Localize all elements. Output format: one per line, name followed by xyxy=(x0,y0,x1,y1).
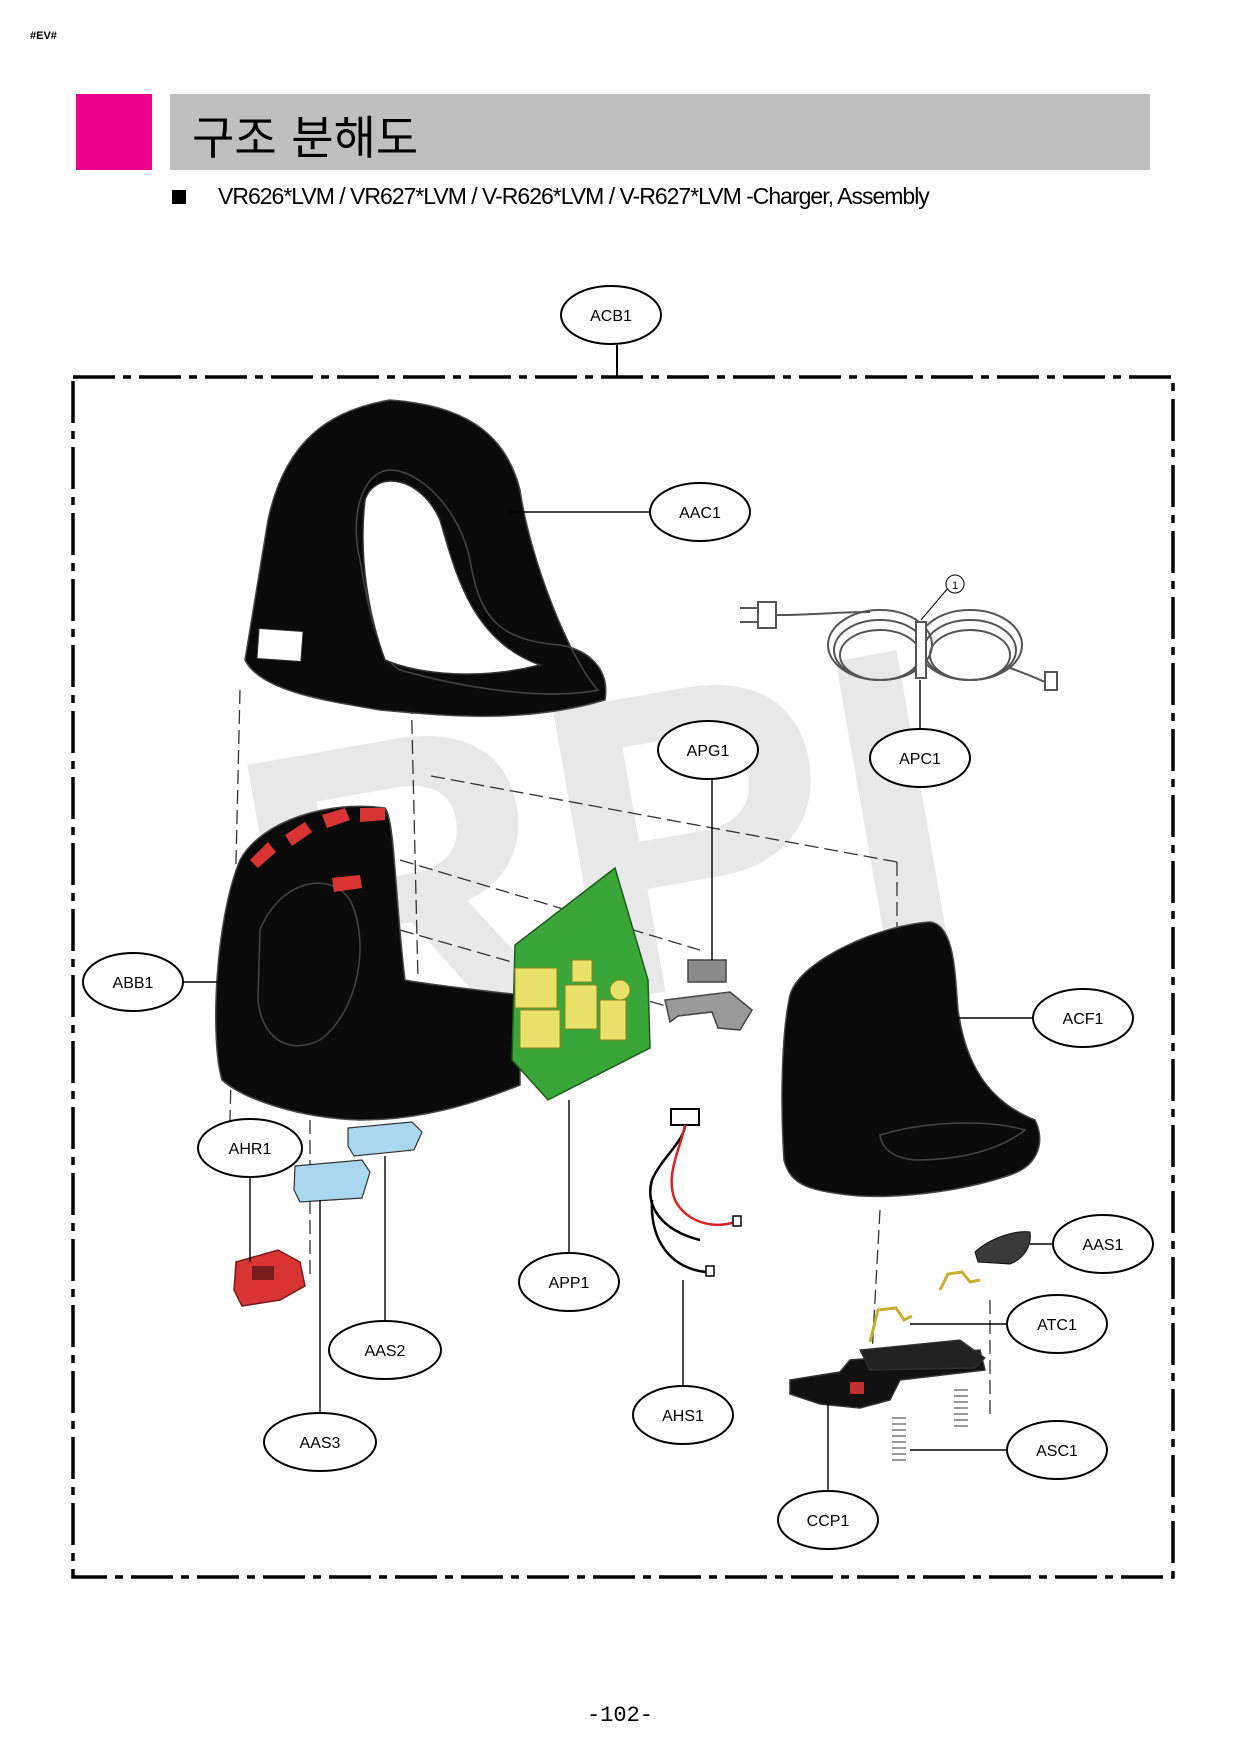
leader-lines xyxy=(183,511,1053,1494)
callout-aac1: AAC1 xyxy=(649,482,751,542)
small-pad-part-aas1 xyxy=(974,1231,1031,1265)
callout-acf1: ACF1 xyxy=(1032,988,1134,1048)
power-cord-part xyxy=(740,601,1058,691)
terminal-part xyxy=(868,1270,981,1343)
spring-part xyxy=(892,1389,968,1461)
apc1-marker-number: 1 xyxy=(952,580,958,592)
callout-atc1-label: ATC1 xyxy=(1037,1317,1077,1334)
base-body-part xyxy=(215,805,521,1121)
power-jack-holder-top xyxy=(687,959,727,983)
contact-plate-red-block xyxy=(850,1382,864,1394)
callout-ccp1-label: CCP1 xyxy=(807,1513,850,1530)
callout-ahr1: AHR1 xyxy=(197,1118,303,1178)
top-cover-opening xyxy=(362,480,543,675)
holder-slot xyxy=(252,1266,274,1280)
harness-part xyxy=(649,1108,742,1277)
pad-part-aas3 xyxy=(293,1159,371,1203)
pcb-components xyxy=(514,959,631,1049)
accent-block xyxy=(76,94,152,170)
base-body-recess xyxy=(257,882,361,1047)
callout-aas1-label: AAS1 xyxy=(1083,1237,1124,1254)
apc1-marker-circle xyxy=(945,574,965,594)
base-body-red-ribs xyxy=(250,808,385,892)
page-title: 구조 분해도 xyxy=(192,111,419,165)
callout-acf1-label: ACF1 xyxy=(1063,1011,1104,1028)
contact-plate-upper xyxy=(859,1339,986,1371)
callout-asc1-label: ASC1 xyxy=(1036,1443,1078,1460)
callout-acb1: ACB1 xyxy=(560,285,662,345)
assembly-frame xyxy=(71,375,1175,1579)
top-cover-label-window xyxy=(256,627,304,663)
document-code: #EV# xyxy=(30,30,57,42)
callout-abb1: ABB1 xyxy=(82,952,184,1012)
callout-aac1-label: AAC1 xyxy=(679,505,721,522)
callout-ahr1-label: AHR1 xyxy=(229,1141,272,1158)
callout-aas1: AAS1 xyxy=(1052,1214,1154,1274)
callout-apc1: APC1 xyxy=(869,728,971,788)
apc1-marker-leader xyxy=(920,587,949,621)
callout-aas3-label: AAS3 xyxy=(300,1435,341,1452)
callout-apg1: APG1 xyxy=(657,720,759,780)
callout-ahs1-label: AHS1 xyxy=(662,1408,704,1425)
front-cover-part xyxy=(781,921,1041,1198)
callout-aas2: AAS2 xyxy=(328,1320,442,1380)
callout-abb1-label: ABB1 xyxy=(113,975,154,992)
pad-part-aas2 xyxy=(347,1121,423,1157)
callout-acb1-label: ACB1 xyxy=(590,308,632,325)
callout-apc1-label: APC1 xyxy=(899,751,941,768)
bullet-square xyxy=(172,190,186,204)
callout-app1: APP1 xyxy=(518,1252,620,1312)
callout-aas2-label: AAS2 xyxy=(365,1343,406,1360)
callout-ccp1: CCP1 xyxy=(777,1490,879,1550)
callout-app1-label: APP1 xyxy=(549,1275,590,1292)
title-banner: 구조 분해도 xyxy=(170,94,1150,170)
callout-ahs1: AHS1 xyxy=(632,1385,734,1445)
page-number: -102- xyxy=(586,1703,653,1728)
callout-atc1: ATC1 xyxy=(1006,1294,1108,1354)
callout-apg1-label: APG1 xyxy=(687,743,730,760)
front-cover-tray xyxy=(879,1122,1027,1161)
callout-aas3: AAS3 xyxy=(263,1412,377,1472)
page-subtitle: VR626*LVM / VR627*LVM / V-R626*LVM / V-R… xyxy=(218,183,930,209)
callout-asc1: ASC1 xyxy=(1006,1420,1108,1480)
power-jack-holder-part xyxy=(664,991,753,1031)
